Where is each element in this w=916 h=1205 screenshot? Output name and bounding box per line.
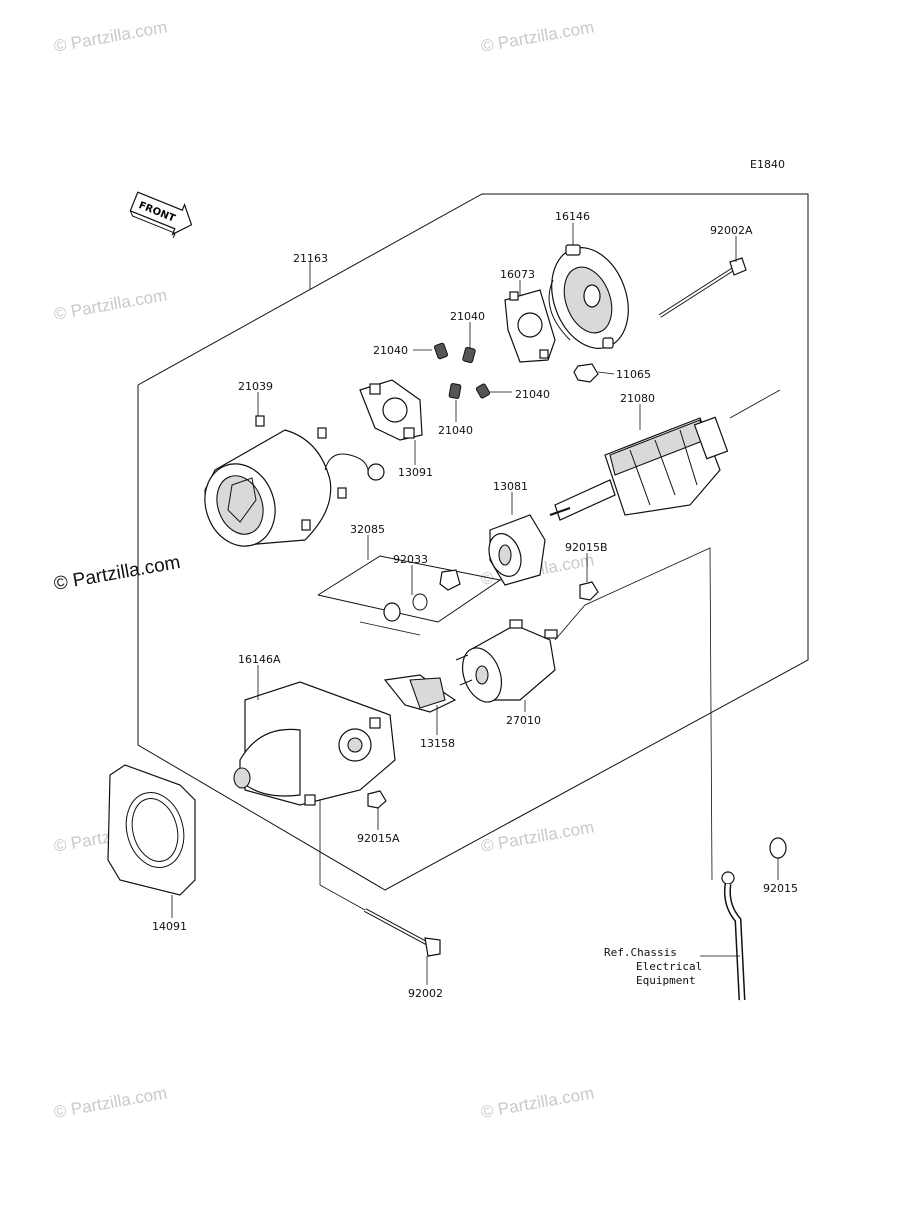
nut-92015B (579, 581, 599, 601)
callout-92015A: 92015A (357, 832, 400, 845)
diagram-code: E1840 (750, 158, 785, 171)
callout-92015B: 92015B (565, 541, 608, 554)
nut-11065 (573, 363, 599, 383)
assembly-outline (137, 193, 809, 891)
watermark-text: © Partzilla.com (52, 1083, 168, 1122)
watermark-text: © Partzilla.com (52, 285, 168, 324)
pinion-clutch-13081 (488, 514, 546, 586)
mounting-bolt-92002 (364, 908, 441, 957)
leader-line (359, 621, 421, 636)
callout-14091: 14091 (152, 920, 187, 933)
battery-cable (721, 871, 746, 1001)
solenoid-27010 (455, 619, 558, 703)
shift-lever-13158 (383, 674, 457, 713)
callout-13091: 13091 (398, 466, 433, 479)
callout-92002: 92002 (408, 987, 443, 1000)
ref-line-3: Equipment (636, 974, 696, 987)
callout-21040: 21040 (450, 310, 485, 323)
ref-line-2: Electrical (636, 960, 702, 973)
callout-21040: 21040 (515, 388, 550, 401)
callout-21163: 21163 (293, 252, 328, 265)
watermark-text: © Partzilla.com (479, 1083, 595, 1122)
front-housing-16146A (233, 681, 396, 806)
yoke-21039 (204, 415, 385, 547)
callout-92033: 92033 (393, 553, 428, 566)
callout-21039: 21039 (238, 380, 273, 393)
callout-16146: 16146 (555, 210, 590, 223)
watermark-text: © Partzilla.com (479, 17, 595, 56)
watermark-text-prominent: © Partzilla.com (52, 552, 182, 595)
reference-note: Ref.Chassis Electrical Equipment (604, 946, 702, 987)
brush-holder-13091 (359, 379, 423, 441)
callout-13081: 13081 (493, 480, 528, 493)
ref-line-1: Ref.Chassis (604, 946, 677, 959)
gasket-14091 (107, 764, 196, 896)
leader-line (554, 547, 713, 881)
brush-plate-16073 (504, 289, 556, 363)
callout-21040: 21040 (373, 344, 408, 357)
callout-labels: 21163 16146 92002A 16073 21040 21040 210… (152, 210, 798, 1000)
kit-parts-92033 (383, 569, 461, 622)
callout-13158: 13158 (420, 737, 455, 750)
callout-leaders (171, 223, 779, 985)
nut-92015 (769, 837, 787, 859)
callout-92015: 92015 (763, 882, 798, 895)
armature-21080 (549, 389, 781, 521)
watermark-text: © Partzilla.com (52, 17, 168, 56)
front-arrow-icon: FRONT (129, 191, 193, 239)
nut-92015A (367, 790, 387, 809)
rear-cover-16146 (548, 244, 629, 349)
watermark-text: © Partzilla.com (479, 817, 595, 856)
through-bolt-92002A (658, 257, 747, 318)
callout-27010: 27010 (506, 714, 541, 727)
callout-92002A: 92002A (710, 224, 753, 237)
brush-springs-21040 (433, 342, 491, 399)
callout-32085: 32085 (350, 523, 385, 536)
callout-11065: 11065 (616, 368, 651, 381)
leader-line (319, 884, 366, 911)
callout-16073: 16073 (500, 268, 535, 281)
callout-16146A: 16146A (238, 653, 281, 666)
callout-21040: 21040 (438, 424, 473, 437)
callout-21080: 21080 (620, 392, 655, 405)
